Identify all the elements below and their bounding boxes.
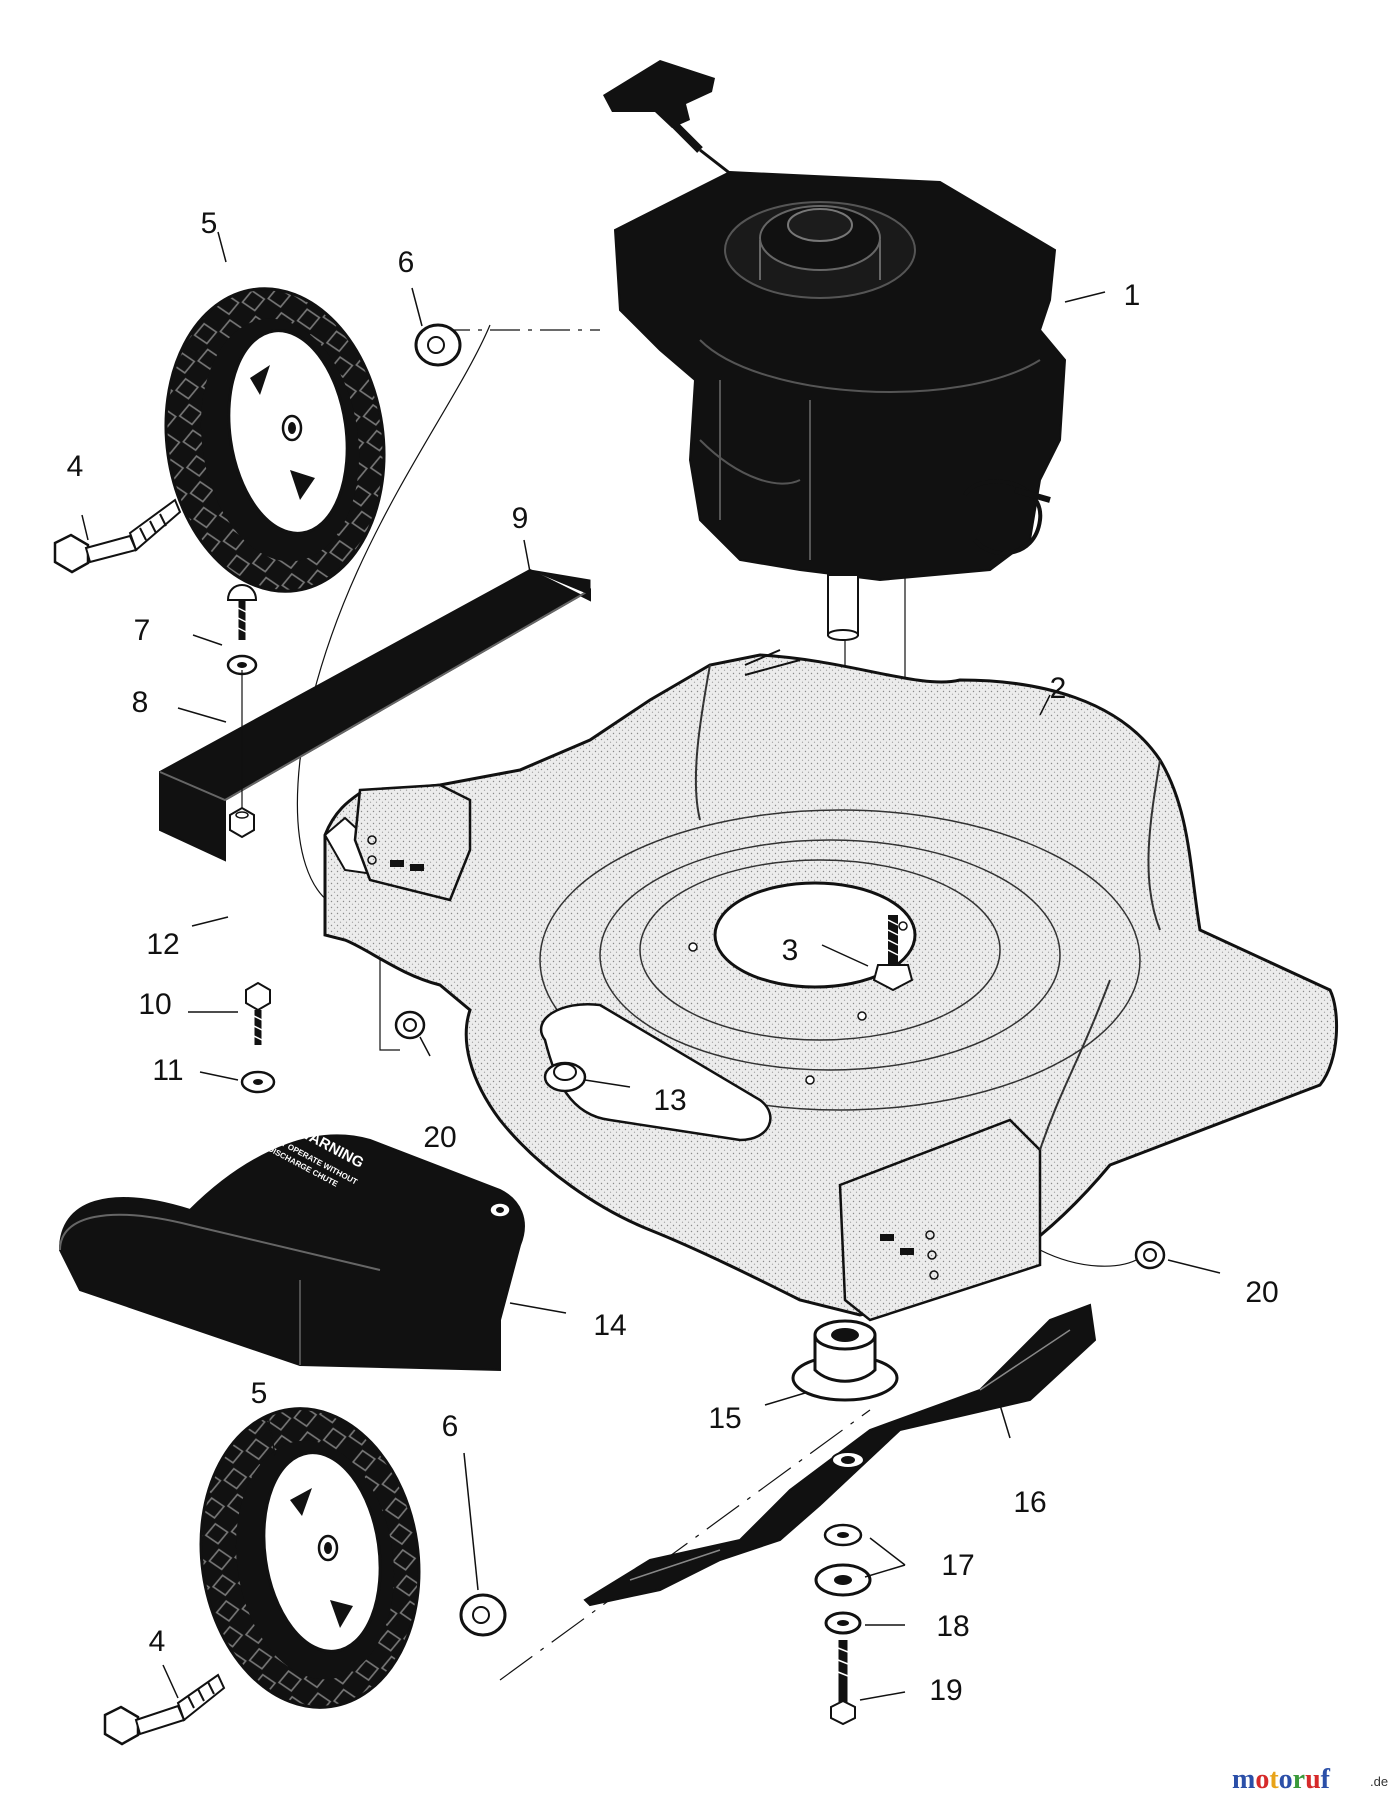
shoulder-bolt-front [103, 1673, 226, 1746]
wm-o2: o [1279, 1764, 1293, 1795]
engine [603, 60, 1067, 641]
motoruf-watermark: motoruf .de [1232, 1764, 1388, 1795]
spacer-washer-rear [414, 323, 462, 367]
lock-washer-18 [824, 1611, 862, 1635]
screw-7 [226, 584, 258, 640]
callout-5a: 5 [201, 207, 218, 240]
nut-20-front [1134, 1240, 1166, 1270]
mower-deck [323, 649, 1338, 1322]
callout-leaders [81, 231, 1221, 1701]
svg-text:motoruf: motoruf [1232, 1764, 1331, 1795]
callout-4a: 4 [67, 450, 84, 483]
wm-suffix: .de [1370, 1774, 1388, 1789]
callout-17: 17 [941, 1549, 974, 1582]
wm-t: t [1269, 1764, 1279, 1795]
crankshaft [827, 574, 859, 636]
callout-1: 1 [1124, 279, 1141, 312]
engine-opening [713, 881, 917, 989]
spacer-washer-front [459, 1593, 507, 1637]
blade-washer-17b [814, 1563, 872, 1597]
wm-f: f [1321, 1764, 1331, 1795]
callout-13: 13 [653, 1084, 686, 1117]
callout-14: 14 [593, 1309, 626, 1342]
callout-3: 3 [782, 934, 799, 967]
callout-5b: 5 [251, 1377, 268, 1410]
wm-o1: o [1255, 1764, 1269, 1795]
callout-6a: 6 [398, 246, 415, 279]
washer-11 [240, 1070, 276, 1094]
callout-20b: 20 [1245, 1276, 1278, 1309]
callout-labels: 1 2 3 4 5 6 7 8 9 10 11 12 13 14 15 16 1… [67, 207, 1279, 1707]
callout-20a: 20 [423, 1121, 456, 1154]
nut-20-rear [394, 1010, 426, 1040]
blade [583, 1303, 1097, 1607]
bolt-10 [245, 981, 271, 1045]
callout-10: 10 [138, 988, 171, 1021]
wheel-rear [164, 287, 386, 593]
engine-shroud [613, 170, 1067, 582]
blade-bolt-19 [830, 1640, 856, 1726]
wheel-front [199, 1407, 421, 1709]
nut-12 [229, 806, 255, 839]
callout-8: 8 [132, 686, 149, 719]
callout-16: 16 [1013, 1486, 1046, 1519]
rear-flap [159, 568, 591, 862]
callout-12: 12 [146, 928, 179, 961]
callout-7: 7 [134, 614, 151, 647]
wm-u: u [1305, 1764, 1321, 1795]
callout-19: 19 [929, 1674, 962, 1707]
wm-m: m [1232, 1764, 1255, 1795]
callout-15: 15 [708, 1402, 741, 1435]
callout-6b: 6 [442, 1410, 459, 1443]
wm-r: r [1293, 1764, 1305, 1795]
callout-9: 9 [512, 502, 529, 535]
discharge-opening [539, 1002, 772, 1142]
blade-washer-17a [823, 1523, 863, 1547]
callout-11: 11 [152, 1054, 183, 1087]
warning-triangle-icon [269, 1109, 291, 1133]
callout-4b: 4 [149, 1625, 166, 1658]
shoulder-bolt-rear [53, 498, 182, 574]
callout-2: 2 [1050, 672, 1067, 705]
blade-adapter [791, 1319, 899, 1402]
callout-18: 18 [936, 1610, 969, 1643]
flange-nut-13 [543, 1061, 587, 1093]
deck-bolt [872, 915, 914, 992]
